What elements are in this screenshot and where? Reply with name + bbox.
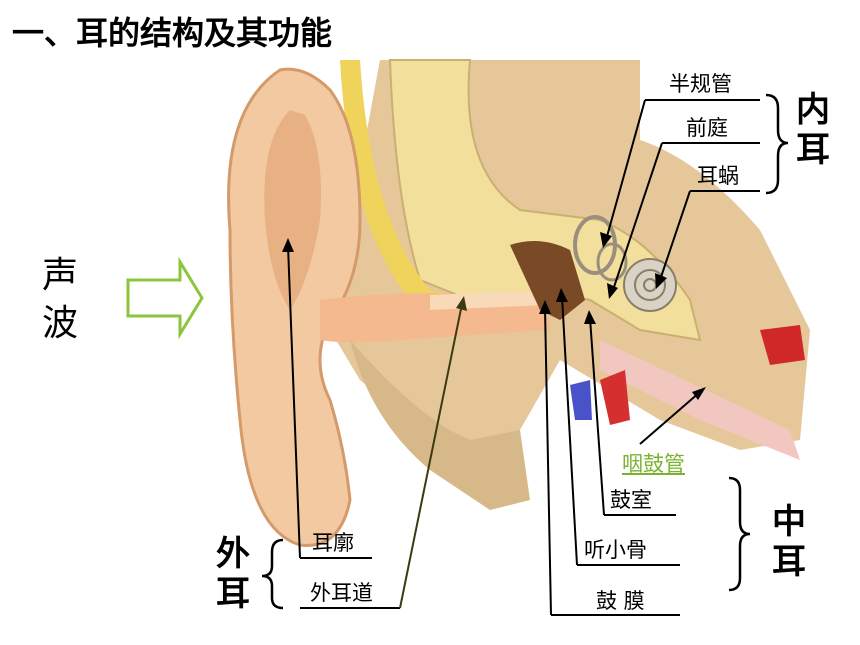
sound-wave-char-1: 声 [42,255,79,296]
outer-ear-group-label: 外 耳 [216,534,250,614]
middle-ear-brace [728,476,751,592]
label-ossicles: 听小骨 [584,538,647,562]
sound-wave-arrow-icon [126,256,204,340]
label-tympanic-cavity: 鼓室 [610,488,652,512]
label-semicircular-canals: 半规管 [669,72,732,96]
label-vestibule: 前庭 [686,116,728,140]
page-title: 一、耳的结构及其功能 [12,14,333,52]
link-eustachian-tube[interactable]: 咽鼓管 [622,452,685,476]
inner-ear-brace [765,93,789,195]
inner-ear-group-label: 内 耳 [796,90,830,170]
label-cochlea: 耳蜗 [697,164,739,188]
label-eardrum: 鼓 膜 [596,589,645,613]
outer-ear-brace [261,538,284,610]
leader-lines [287,99,760,616]
sound-wave-char-2: 波 [42,303,79,344]
middle-ear-group-label: 中 耳 [772,502,806,582]
label-ear-canal: 外耳道 [310,581,373,605]
ear-illustration [210,58,810,588]
braces [261,93,789,610]
label-auricle: 耳廓 [312,531,354,555]
sound-wave-label: 声 波 [42,252,78,348]
arrow-heads [282,232,706,400]
